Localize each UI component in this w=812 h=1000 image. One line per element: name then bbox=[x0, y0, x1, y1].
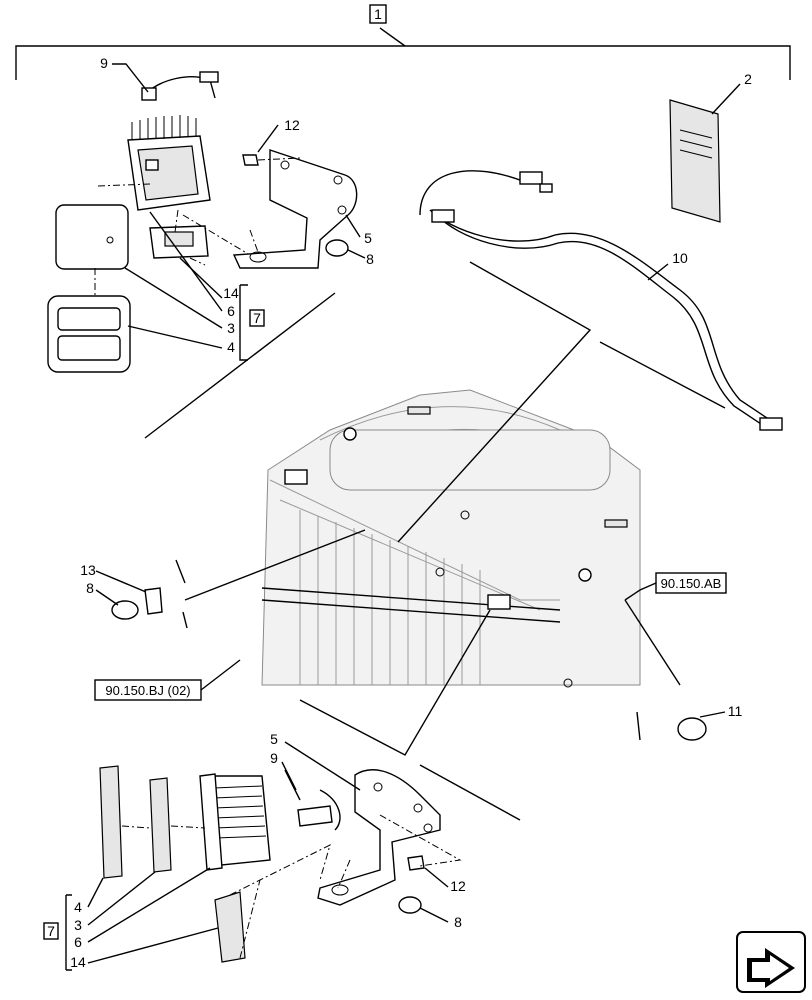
callout-3-lower: 3 bbox=[74, 917, 82, 933]
callout-10: 10 bbox=[672, 250, 688, 266]
callout-6-upper: 6 bbox=[227, 303, 235, 319]
reference-90-150-bj: 90.150.BJ (02) bbox=[105, 683, 190, 698]
callout-4-lower: 4 bbox=[74, 899, 82, 915]
upper-work-lamp-group bbox=[47, 63, 265, 373]
lower-work-lamp-group bbox=[43, 761, 341, 971]
view-lines bbox=[144, 261, 726, 821]
callout-14-upper: 14 bbox=[223, 285, 239, 301]
callout-11: 11 bbox=[728, 703, 743, 719]
plug-part bbox=[677, 711, 726, 741]
callout-2: 2 bbox=[744, 71, 752, 87]
reference-boxes bbox=[94, 572, 727, 701]
callout-3-upper: 3 bbox=[227, 320, 235, 336]
wiring-harness-part bbox=[419, 170, 783, 431]
callout-13: 13 bbox=[80, 562, 96, 578]
callout-7-lower: 7 bbox=[47, 923, 55, 939]
reference-90-150-ab: 90.150.AB bbox=[661, 576, 722, 591]
callout-8-lower: 8 bbox=[454, 914, 462, 930]
callout-5-upper: 5 bbox=[364, 230, 372, 246]
callout-5-lower: 5 bbox=[270, 731, 278, 747]
callout-9-upper: 9 bbox=[100, 55, 108, 71]
callout-9-lower: 9 bbox=[270, 750, 278, 766]
decal-kit-part bbox=[669, 83, 741, 223]
callout-14-lower: 14 bbox=[70, 954, 86, 970]
callout-8-mid: 8 bbox=[86, 580, 94, 596]
machine-cab-illustration bbox=[261, 389, 641, 688]
lower-bracket-group bbox=[284, 741, 462, 923]
callout-8-upper: 8 bbox=[366, 251, 374, 267]
callout-12-lower: 12 bbox=[450, 878, 466, 894]
callout-6-lower: 6 bbox=[74, 934, 82, 950]
callout-7-upper: 7 bbox=[253, 310, 261, 326]
callout-12-upper: 12 bbox=[284, 117, 300, 133]
next-page-arrow-icon[interactable] bbox=[736, 931, 806, 993]
assembly-bracket: 1 bbox=[15, 4, 791, 80]
clip-group bbox=[95, 570, 163, 620]
assembly-number-label: 1 bbox=[374, 6, 382, 22]
callout-4-upper: 4 bbox=[227, 339, 235, 355]
upper-bracket-group bbox=[232, 124, 366, 269]
